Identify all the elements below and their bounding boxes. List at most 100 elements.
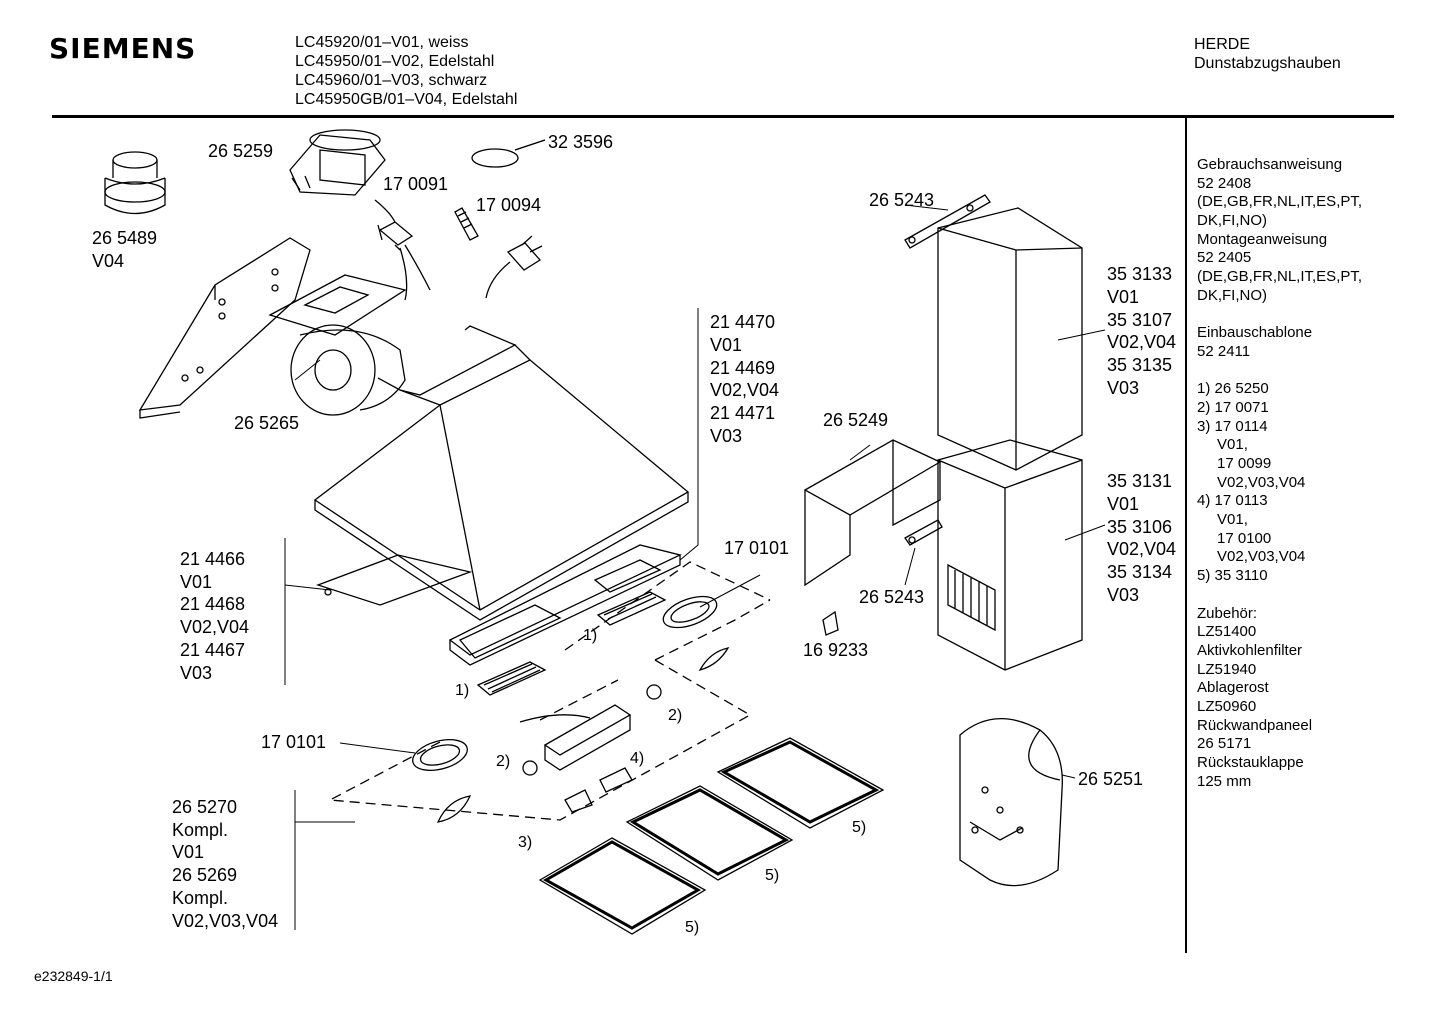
document-id: e232849-1/1 <box>34 968 113 984</box>
brand-logo: SIEMENS <box>49 32 197 65</box>
part-label: 21 4467 <box>180 640 245 660</box>
manual-langs: DK,FI,NO) <box>1197 212 1267 230</box>
callout-label: 2) <box>668 707 682 724</box>
screw-bag-part <box>959 718 1063 887</box>
leader-lines <box>284 139 1106 930</box>
power-plug-part <box>485 235 543 299</box>
part-variant-label: V04 <box>92 251 124 271</box>
filter-frame-part <box>448 544 682 666</box>
mount-number: 52 2405 <box>1197 249 1252 267</box>
part-label: Kompl. <box>172 888 228 908</box>
part-label: 21 4471 <box>710 403 775 423</box>
header-divider <box>52 115 1394 118</box>
manual-number: 52 2408 <box>1197 174 1252 192</box>
callout-label: 5) <box>765 867 779 884</box>
chimney-bracket-part <box>904 194 991 249</box>
note-line: 4) 17 0113 <box>1197 492 1268 510</box>
part-label: 21 4470 <box>710 312 775 332</box>
part-label: V02,V04 <box>1107 539 1176 559</box>
part-label: V02,V04 <box>1107 332 1176 352</box>
part-label: 17 0101 <box>261 732 326 752</box>
lighting-group-dashed <box>327 561 771 821</box>
mount-langs: DK,FI,NO) <box>1197 286 1267 304</box>
model-line: LC45950/01–V02, Edelstahl <box>295 53 495 70</box>
support-frame-part <box>803 439 942 587</box>
part-label: 35 3133 <box>1107 264 1172 284</box>
part-label: 35 3107 <box>1107 310 1172 330</box>
hood-body-part <box>313 325 690 621</box>
category-subline: Dunstabzugshauben <box>1194 55 1341 72</box>
part-label: 26 5269 <box>172 865 237 885</box>
part-label: 17 0101 <box>724 538 789 558</box>
strain-relief-part <box>454 207 479 241</box>
part-label: 35 3135 <box>1107 355 1172 375</box>
note-line: 3) 17 0114 <box>1197 417 1268 435</box>
part-label: 35 3131 <box>1107 471 1172 491</box>
callout-label: 2) <box>496 753 510 770</box>
manual-langs: (DE,GB,FR,NL,IT,ES,PT, <box>1197 193 1363 211</box>
part-label: 16 9233 <box>803 640 868 660</box>
note-line: V01, <box>1217 511 1248 529</box>
side-tray-part <box>316 554 473 606</box>
part-label: 26 5265 <box>234 413 299 433</box>
model-line: LC45960/01–V03, schwarz <box>295 72 488 89</box>
part-label: 26 5243 <box>859 587 924 607</box>
accessory-line: 125 mm <box>1197 772 1252 790</box>
part-label: 26 5270 <box>172 797 237 817</box>
template-number: 52 2411 <box>1197 342 1251 360</box>
lower-chimney-part <box>937 439 1083 671</box>
part-label: V03 <box>710 426 742 446</box>
part-label: 26 5259 <box>208 141 273 161</box>
accessory-line: Rückwandpaneel <box>1197 716 1313 734</box>
part-label: 21 4469 <box>710 358 775 378</box>
note-line: V01, <box>1217 436 1248 454</box>
part-label: 26 5249 <box>823 410 888 430</box>
duct-connector-part <box>289 129 386 196</box>
note-line: 1) 26 5250 <box>1197 380 1269 398</box>
category-block: HERDE Dunstabzugshauben <box>1194 35 1341 73</box>
note-line: 17 0100 <box>1217 529 1272 547</box>
part-label: V01 <box>710 335 742 355</box>
model-list: LC45920/01–V01, weiss LC45950/01–V02, Ed… <box>295 33 517 109</box>
fan-motor-part <box>268 274 407 416</box>
manual-title: Gebrauchsanweisung <box>1197 156 1343 173</box>
mounting-plate-part <box>138 237 311 419</box>
part-label: V01 <box>1107 287 1139 307</box>
part-label: V01 <box>180 572 212 592</box>
part-label: V02,V04 <box>710 380 779 400</box>
part-label: 35 3134 <box>1107 562 1172 582</box>
part-label: V03 <box>1107 378 1139 398</box>
category-line: HERDE <box>1194 36 1251 53</box>
part-label: 17 0094 <box>476 195 541 215</box>
callout-label: 4) <box>630 750 644 767</box>
callout-label: 5) <box>685 919 699 936</box>
part-label: 17 0091 <box>383 174 448 194</box>
clip-part <box>564 767 633 813</box>
accessory-line: Aktivkohlenfilter <box>1197 641 1303 659</box>
part-label: 26 5251 <box>1078 769 1143 789</box>
model-line: LC45920/01–V01, weiss <box>295 34 469 51</box>
connector-part <box>374 199 431 301</box>
accessories-title: Zubehör: <box>1197 604 1258 622</box>
template-title: Einbauschablone <box>1197 324 1313 342</box>
lamp-cover-part <box>412 595 718 771</box>
accessory-line: LZ51940 <box>1197 660 1257 678</box>
sidebar-divider <box>1185 118 1187 953</box>
adapter-ring-part <box>104 151 166 215</box>
part-label: 21 4466 <box>180 549 245 569</box>
sidebar-notes: Gebrauchsanweisung 52 2408 (DE,GB,FR,NL,… <box>1197 156 1362 791</box>
small-clip-part <box>822 610 839 636</box>
switch-assembly-part <box>519 684 662 776</box>
accessory-line: 26 5171 <box>1197 735 1252 753</box>
carbon-filter-part <box>538 737 885 935</box>
part-label: V01 <box>172 842 204 862</box>
part-label: 26 5243 <box>869 190 934 210</box>
accessory-line: Ablagerost <box>1197 679 1269 697</box>
callout-label: 3) <box>518 834 532 851</box>
note-line: 2) 17 0071 <box>1197 398 1269 416</box>
callout-label: 5) <box>852 819 866 836</box>
accessory-line: LZ50960 <box>1197 697 1257 715</box>
mount-title: Montageanweisung <box>1197 230 1328 248</box>
light-bulb-part <box>436 647 730 823</box>
